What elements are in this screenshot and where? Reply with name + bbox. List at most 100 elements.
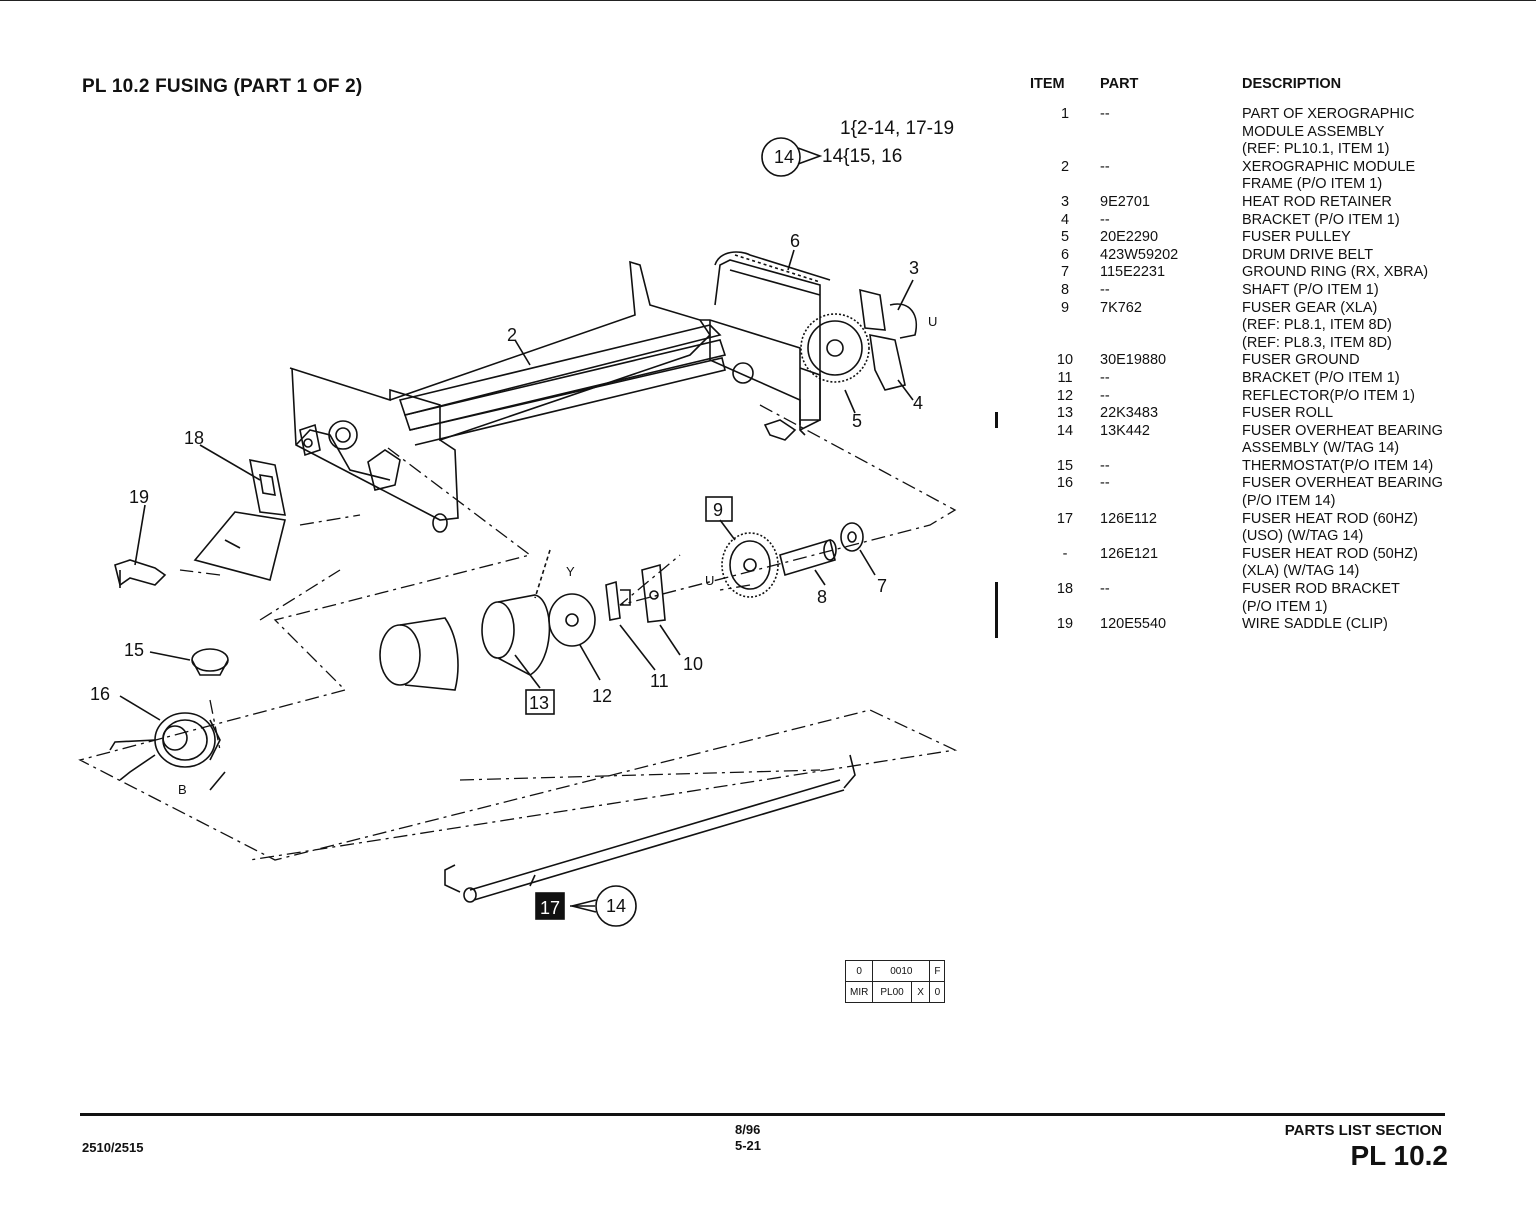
callout-box-13 bbox=[525, 689, 555, 715]
legend-tag-circle bbox=[761, 137, 801, 177]
cell-description: GROUND RING (RX, XBRA) bbox=[1242, 264, 1429, 281]
legend-tag-number: 14 bbox=[774, 147, 794, 167]
cell-description: FUSER GROUND bbox=[1242, 352, 1360, 369]
footer-section: PARTS LIST SECTION bbox=[1284, 1122, 1442, 1139]
callout-17: 17 bbox=[540, 898, 560, 918]
cell-description: FUSER GEAR (XLA) (REF: PL8.1, ITEM 8D) (… bbox=[1242, 299, 1392, 351]
cell-description: PART OF XEROGRAPHIC MODULE ASSEMBLY (REF… bbox=[1242, 106, 1415, 158]
code-cell: PL00 bbox=[872, 981, 912, 1003]
callout-5: 5 bbox=[852, 411, 862, 431]
cell-part: 30E19880 bbox=[1100, 352, 1167, 369]
callout-4: 4 bbox=[913, 393, 923, 413]
callout-9: 9 bbox=[713, 500, 723, 520]
cell-item: 7 bbox=[1060, 264, 1070, 281]
table-row: 11--BRACKET (P/O ITEM 1) bbox=[1030, 370, 1500, 388]
callout-box-9 bbox=[705, 496, 733, 522]
cell-part: 126E121 bbox=[1100, 545, 1159, 562]
cell-part: 423W59202 bbox=[1100, 246, 1179, 263]
fuser-heat-rod bbox=[444, 754, 856, 903]
callout-15: 15 bbox=[124, 640, 144, 660]
cell-item: 3 bbox=[1060, 193, 1070, 210]
revision-bar-18 bbox=[995, 582, 998, 638]
callout-13: 13 bbox=[529, 693, 549, 713]
cell-part: -- bbox=[1100, 158, 1110, 175]
cell-item: 4 bbox=[1060, 211, 1070, 228]
code-cell: 0 bbox=[844, 960, 874, 982]
ground-ring bbox=[840, 522, 864, 552]
callout-3: 3 bbox=[909, 258, 919, 278]
table-header-row: ITEM PART DESCRIPTION bbox=[1030, 76, 1500, 106]
callout-10: 10 bbox=[683, 654, 703, 674]
cell-part: -- bbox=[1100, 457, 1110, 474]
top-border-rule bbox=[0, 0, 1536, 1]
footer-pl-number: PL 10.2 bbox=[1350, 1140, 1448, 1171]
cell-description: FUSER OVERHEAT BEARING (P/O ITEM 14) bbox=[1242, 475, 1443, 510]
cell-description: FUSER OVERHEAT BEARING ASSEMBLY (W/TAG 1… bbox=[1242, 422, 1443, 457]
cell-part: 22K3483 bbox=[1100, 405, 1159, 422]
xerographic-module-frame bbox=[289, 259, 821, 533]
cell-item: 1 bbox=[1060, 106, 1070, 122]
cell-item: 15 bbox=[1056, 457, 1074, 474]
callout-6: 6 bbox=[790, 231, 800, 251]
shaft bbox=[779, 538, 837, 577]
footer-model: 2510/2515 bbox=[82, 1140, 144, 1155]
cell-description: FUSER PULLEY bbox=[1242, 229, 1351, 246]
cell-description: FUSER ROLL bbox=[1242, 405, 1334, 422]
fuser-gear bbox=[721, 532, 779, 598]
table-row: 8--SHAFT (P/O ITEM 1) bbox=[1030, 282, 1500, 300]
cell-item: 5 bbox=[1060, 229, 1070, 246]
cell-description: FUSER HEAT ROD (60HZ) (USO) (W/TAG 14) bbox=[1242, 510, 1418, 545]
code-cell: 0 bbox=[929, 981, 946, 1003]
code-cell: X bbox=[910, 981, 931, 1003]
cell-description: REFLECTOR(P/O ITEM 1) bbox=[1242, 387, 1415, 404]
callout-8: 8 bbox=[817, 587, 827, 607]
cell-item: 18 bbox=[1056, 581, 1074, 598]
cell-part: 9E2701 bbox=[1100, 193, 1150, 210]
cell-description: SHAFT (P/O ITEM 1) bbox=[1242, 281, 1379, 298]
table-row: 16 -- FUSER OVERHEAT BEARING (P/O ITEM 14) bbox=[1030, 475, 1500, 510]
cell-description: HEAT ROD RETAINER bbox=[1242, 193, 1392, 210]
cell-item: 16 bbox=[1056, 475, 1074, 492]
document-code-box: 0 0010 F MIR PL00 X 0 bbox=[844, 960, 946, 1003]
bracket-item-11 bbox=[605, 580, 631, 621]
wire-saddle-clip bbox=[114, 559, 167, 588]
cell-item: 13 bbox=[1056, 405, 1074, 422]
legend-tag-arrow bbox=[797, 147, 823, 165]
cell-description: DRUM DRIVE BELT bbox=[1242, 246, 1374, 263]
callout-14: 14 bbox=[606, 896, 626, 916]
legend-line-1: 1{2-14, 17-19 bbox=[840, 118, 954, 139]
header-part: PART bbox=[1100, 76, 1139, 92]
cell-description: WIRE SADDLE (CLIP) bbox=[1242, 616, 1388, 633]
fuser-pulley bbox=[800, 313, 870, 383]
diagram-svg: 1{2-14, 17-19 14{15, 16 14 2 3 4 5 6 7 8… bbox=[78, 118, 958, 927]
callout-7: 7 bbox=[877, 576, 887, 596]
cell-item: 12 bbox=[1056, 387, 1074, 404]
fuser-overheat-bearing bbox=[109, 712, 221, 781]
cell-item: 8 bbox=[1060, 281, 1070, 298]
cell-item: - bbox=[1062, 545, 1068, 562]
page-title: PL 10.2 FUSING (PART 1 OF 2) bbox=[82, 76, 363, 97]
code-cell: 0010 bbox=[872, 960, 931, 982]
table-row: 15--THERMOSTAT(P/O ITEM 14) bbox=[1030, 458, 1500, 476]
cell-part: -- bbox=[1100, 387, 1110, 404]
cell-part: 7K762 bbox=[1100, 299, 1142, 316]
table-row: 2--XEROGRAPHIC MODULE FRAME (P/O ITEM 1) bbox=[1030, 159, 1500, 194]
marker-b: B bbox=[178, 782, 187, 797]
cell-part: -- bbox=[1100, 475, 1110, 492]
cell-item: 2 bbox=[1060, 158, 1070, 175]
callout-2: 2 bbox=[507, 325, 517, 345]
footer-date-page: 8/96 5-21 bbox=[735, 1122, 761, 1154]
cell-part: 126E112 bbox=[1100, 510, 1157, 527]
cell-description: FUSER ROD BRACKET (P/O ITEM 1) bbox=[1242, 581, 1400, 615]
footer-page: 5-21 bbox=[735, 1138, 762, 1153]
footer-date: 8/96 bbox=[735, 1122, 761, 1137]
code-cell: MIR bbox=[844, 981, 874, 1003]
